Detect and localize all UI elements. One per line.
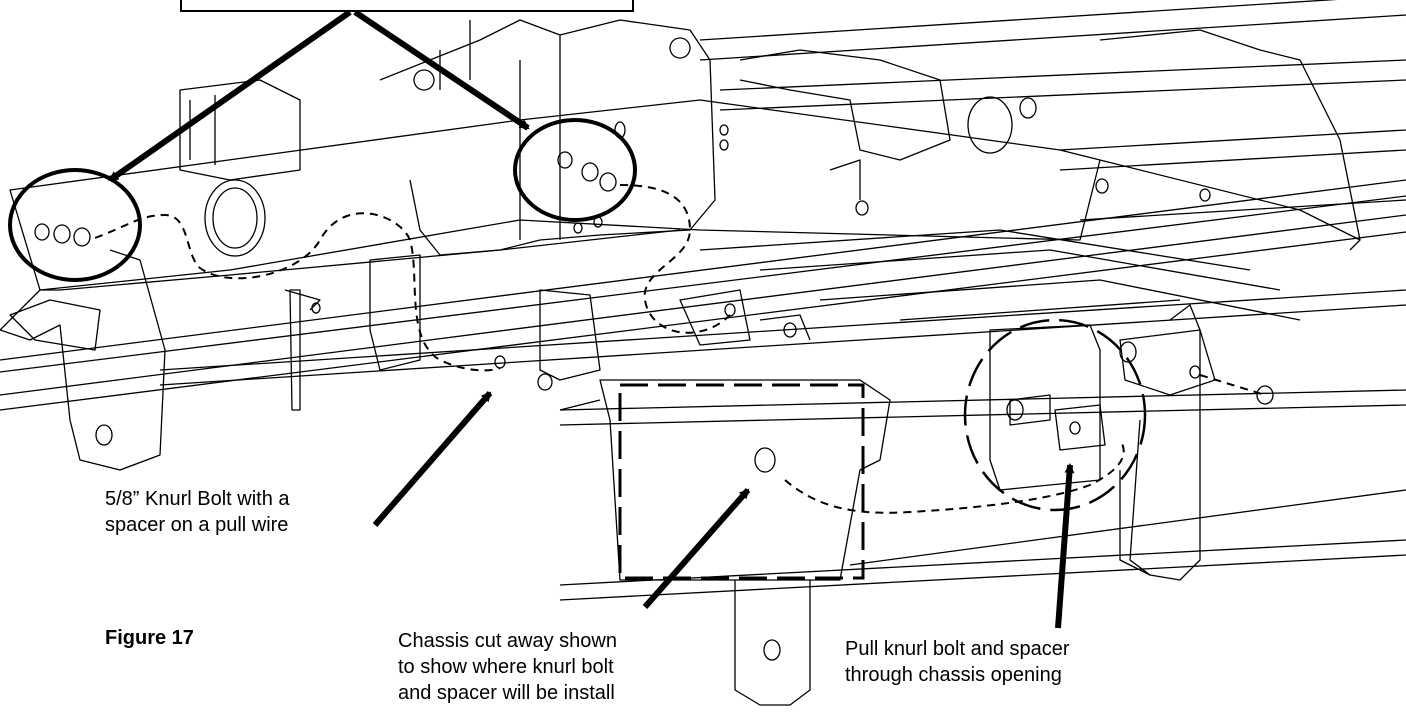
arrow-to-cutaway-bolt [642,488,751,609]
arrow-to-center-bolts [353,9,530,131]
right-opening-circle [963,318,1147,512]
knurl-bolt-callout: 5/8” Knurl Bolt with a spacer on a pull … [105,486,290,538]
knurl-bolt-callout-line-1: 5/8” Knurl Bolt with a [105,488,290,510]
cutaway-callout-line-3: and spacer will be install [398,682,615,704]
top-callout-box [180,0,634,12]
cutaway-callout: Chassis cut away shown to show where knu… [398,628,617,706]
pointer-arrows [108,9,1075,629]
figure-label: Figure 17 [105,627,194,649]
cutaway-callout-line-1: Chassis cut away shown [398,630,617,652]
cutaway-box [618,383,865,580]
pull-through-callout-line-1: Pull knurl bolt and spacer [845,638,1070,660]
center-bolt-circle [513,118,637,222]
cutaway-callout-line-2: to show where knurl bolt [398,656,614,678]
arrow-to-knurl-bolt [372,391,493,527]
pull-through-callout-line-2: through chassis opening [845,664,1062,686]
knurl-bolt-callout-line-2: spacer on a pull wire [105,514,289,536]
arrow-to-left-bolts [108,9,352,183]
arrow-to-opening [1055,463,1075,629]
pull-wire [94,184,1266,514]
pull-through-callout: Pull knurl bolt and spacer through chass… [845,636,1070,688]
highlight-circles [8,118,637,282]
left-bolt-circle [8,168,142,282]
